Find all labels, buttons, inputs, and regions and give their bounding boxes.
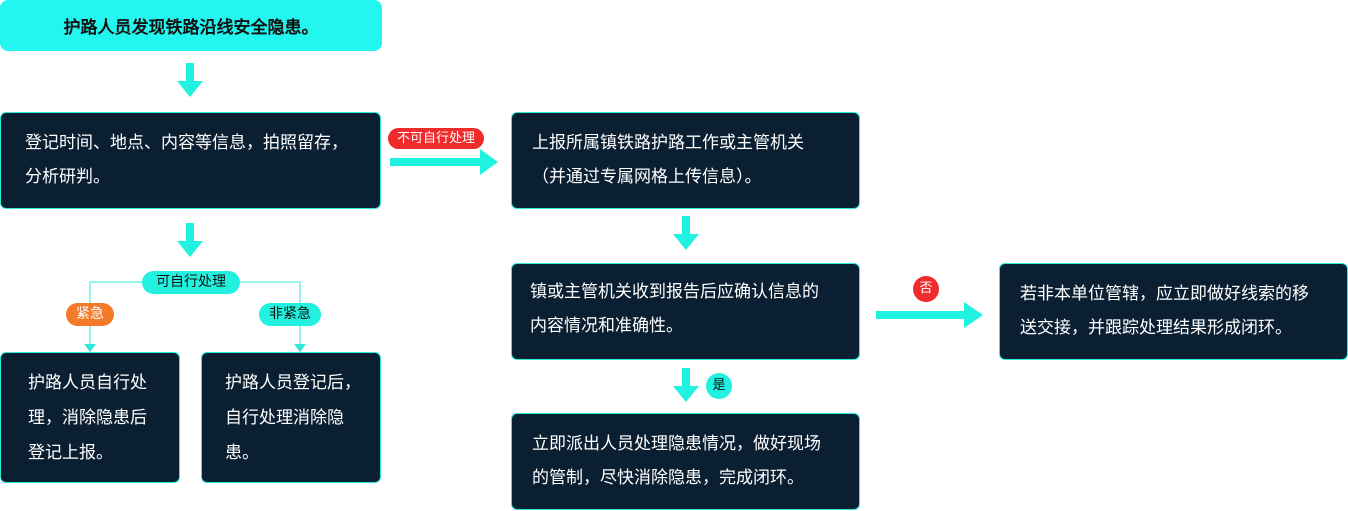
no-badge: 否	[913, 276, 939, 302]
yes-label: 是	[712, 378, 726, 393]
arrow-down-icon	[673, 216, 699, 250]
start-node-text: 护路人员发现铁路沿线安全隐患。	[63, 18, 319, 38]
arrow-right-icon	[876, 302, 983, 328]
confirm-node: 镇或主管机关收到报告后应确认信息的 内容情况和准确性。	[511, 263, 860, 360]
transfer-node: 若非本单位管辖，应立即做好线索的移 送交接，并跟踪处理结果形成闭环。	[999, 263, 1348, 360]
arrow-down-icon	[177, 223, 203, 257]
urgent-action-node: 护路人员自行处 理，消除隐患后 登记上报。	[0, 352, 180, 483]
transfer-node-line-1: 若非本单位管辖，应立即做好线索的移	[1020, 284, 1309, 304]
no-label: 否	[919, 281, 933, 296]
start-node: 护路人员发现铁路沿线安全隐患。	[0, 0, 382, 51]
can-self-handle-label: 可自行处理	[156, 274, 226, 290]
dispatch-node-line-1: 立即派出人员处理隐患情况，做好现场	[532, 434, 821, 454]
dispatch-node-line-2: 的管制，尽快消除隐患，完成闭环。	[532, 468, 804, 488]
report-node-line-2: （并通过专属网格上传信息）。	[532, 167, 762, 187]
report-node: 上报所属镇铁路护路工作或主管机关 （并通过专属网格上传信息）。	[511, 112, 860, 209]
register-node-line-1: 登记时间、地点、内容等信息，拍照留存，	[25, 133, 348, 153]
arrow-down-icon	[673, 368, 699, 402]
non-urgent-badge: 非紧急	[259, 303, 321, 326]
cannot-self-handle-label: 不可自行处理	[396, 131, 475, 146]
dispatch-node: 立即派出人员处理隐患情况，做好现场 的管制，尽快消除隐患，完成闭环。	[511, 413, 860, 510]
transfer-node-line-2: 送交接，并跟踪处理结果形成闭环。	[1020, 318, 1292, 338]
register-node: 登记时间、地点、内容等信息，拍照留存， 分析研判。	[0, 112, 381, 209]
nonurgent-action-node: 护路人员登记后， 自行处理消除隐 患。	[201, 352, 381, 483]
confirm-node-line-1: 镇或主管机关收到报告后应确认信息的	[530, 282, 819, 302]
arrow-down-icon	[177, 63, 203, 97]
confirm-node-line-2: 内容情况和准确性。	[530, 316, 683, 336]
urgent-label: 紧急	[76, 306, 104, 322]
yes-badge: 是	[706, 373, 732, 399]
nonurgent-action-line-3: 患。	[225, 443, 259, 463]
can-self-handle-badge: 可自行处理	[142, 271, 240, 294]
nonurgent-action-line-2: 自行处理消除隐	[225, 408, 344, 428]
register-node-line-2: 分析研判。	[25, 167, 110, 187]
urgent-action-line-3: 登记上报。	[28, 443, 113, 463]
cannot-self-handle-badge: 不可自行处理	[388, 128, 484, 149]
report-node-line-1: 上报所属镇铁路护路工作或主管机关	[532, 133, 804, 153]
urgent-badge: 紧急	[66, 303, 114, 326]
nonurgent-action-line-1: 护路人员登记后，	[225, 373, 361, 393]
urgent-action-line-1: 护路人员自行处	[28, 373, 147, 393]
urgent-action-line-2: 理，消除隐患后	[28, 408, 147, 428]
arrow-right-icon	[390, 149, 498, 175]
non-urgent-label: 非紧急	[269, 306, 311, 322]
